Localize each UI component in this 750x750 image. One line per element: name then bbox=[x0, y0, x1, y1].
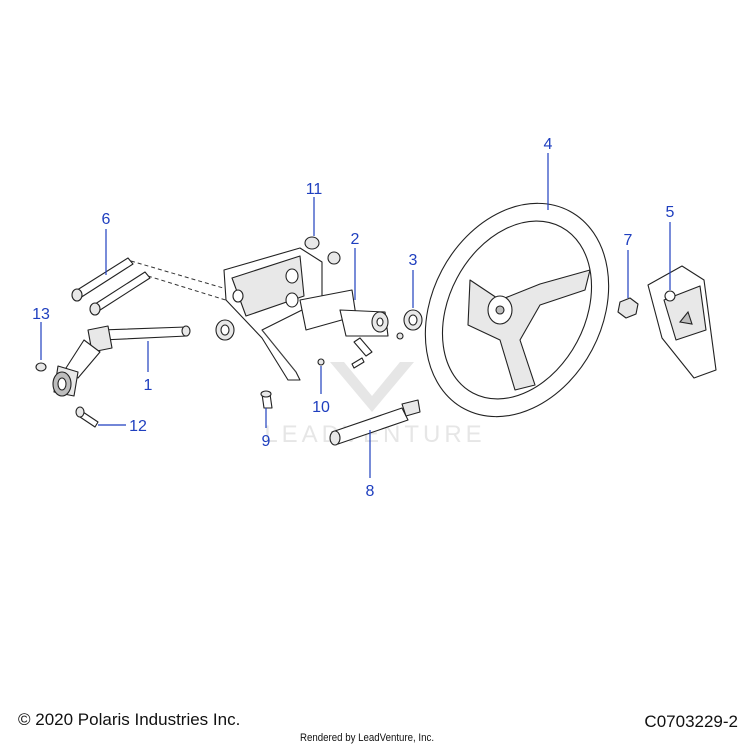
callout-leaders bbox=[40, 153, 671, 478]
part-8-lever[interactable] bbox=[329, 399, 421, 446]
rendered-by-credit: Rendered by LeadVenture, Inc. bbox=[300, 732, 435, 744]
part-1-steering-shaft[interactable] bbox=[52, 325, 191, 397]
callout-2: 2 bbox=[351, 231, 360, 248]
screw-small bbox=[351, 332, 404, 369]
callout-12: 12 bbox=[129, 418, 147, 435]
callout-4: 4 bbox=[544, 136, 553, 153]
part-2-bracket-assembly[interactable] bbox=[223, 247, 389, 381]
part-5-center-cap[interactable] bbox=[647, 265, 717, 379]
part-10-washer[interactable] bbox=[317, 358, 325, 366]
callout-3: 3 bbox=[409, 252, 418, 269]
part-7-nut[interactable] bbox=[617, 297, 639, 319]
callout-9: 9 bbox=[262, 433, 271, 450]
part-12-bolt[interactable] bbox=[75, 406, 99, 428]
copyright-notice: © 2020 Polaris Industries Inc. bbox=[18, 710, 241, 729]
callout-1: 1 bbox=[144, 377, 153, 394]
callout-10: 10 bbox=[312, 399, 330, 416]
callout-13: 13 bbox=[32, 306, 50, 323]
part-13-nut[interactable] bbox=[35, 362, 47, 372]
callout-6: 6 bbox=[102, 211, 111, 228]
part-3-bushing[interactable] bbox=[403, 309, 423, 331]
callout-8: 8 bbox=[366, 483, 375, 500]
part-6-bolts[interactable] bbox=[71, 257, 233, 316]
part-4-steering-wheel[interactable] bbox=[389, 171, 644, 449]
bushing-left bbox=[215, 319, 235, 341]
part-9-bolt[interactable] bbox=[260, 390, 273, 409]
callout-5: 5 bbox=[666, 204, 675, 221]
callout-7: 7 bbox=[624, 232, 633, 249]
callout-11: 11 bbox=[306, 181, 323, 198]
diagram-code: C0703229-2 bbox=[644, 712, 738, 731]
part-11-nuts[interactable] bbox=[304, 236, 341, 265]
